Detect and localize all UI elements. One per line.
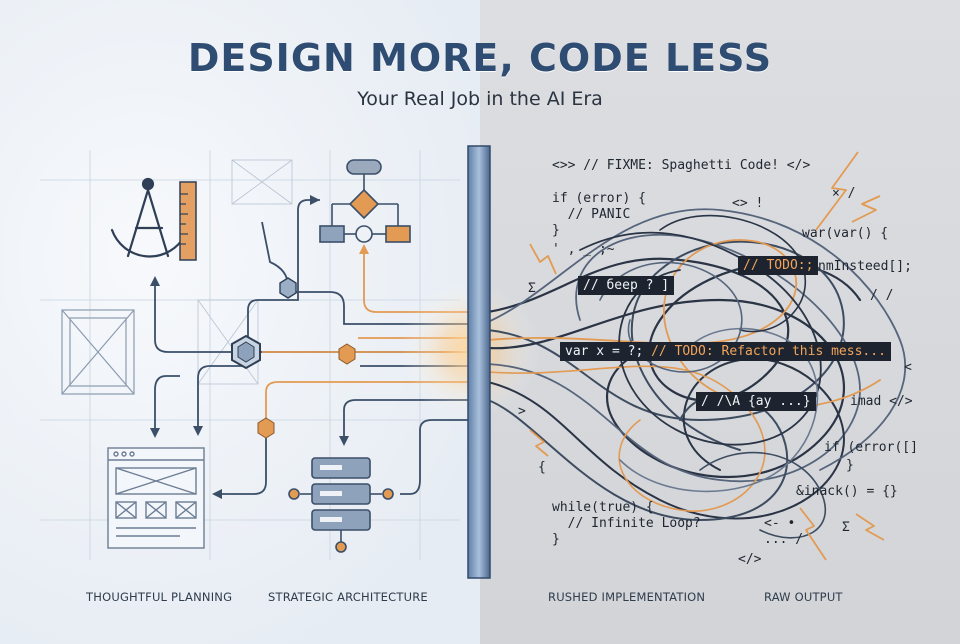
code-while-true: while(true) { bbox=[552, 500, 654, 515]
code-sigma-2: Σ bbox=[842, 520, 850, 535]
code-x-slash: × / bbox=[832, 186, 856, 201]
code-close-brace-2: } bbox=[846, 458, 854, 473]
spaghetti-code-tangle bbox=[486, 208, 906, 539]
compass-icon bbox=[110, 177, 184, 258]
code-todo-tag-text: // TODO:; bbox=[743, 258, 814, 273]
code-diamond: <> ! bbox=[732, 196, 764, 211]
code-if-error: if (error) { bbox=[552, 191, 646, 206]
code-if-error-2: if (error([] bbox=[824, 440, 918, 455]
code-fixme: <>> // FIXME: Spaghetti Code! </> bbox=[552, 158, 811, 173]
document-wireframe-icon bbox=[61, 309, 135, 395]
code-refactor-tag: var x = ?; // TODO: Refactor this mess..… bbox=[560, 342, 891, 361]
coding-side-background bbox=[480, 0, 960, 644]
code-inack: &inack() = {} bbox=[796, 484, 898, 499]
code-mad: imad </> bbox=[850, 394, 913, 409]
code-infinite-loop: // Infinite Loop? bbox=[552, 516, 701, 531]
page-subtitle: Your Real Job in the AI Era bbox=[357, 88, 603, 110]
caption-thoughtful-planning: THOUGHTFUL PLANNING bbox=[86, 590, 233, 604]
ruler-icon bbox=[179, 181, 197, 261]
wireframe-icon bbox=[107, 447, 205, 549]
caption-raw-output: RAW OUTPUT bbox=[764, 590, 843, 604]
code-refactor-var: var x = ?; bbox=[565, 344, 652, 359]
code-small-tag: / /\A {ay ...} bbox=[696, 392, 816, 411]
code-slashes: / / bbox=[870, 288, 894, 303]
code-close-brace: } bbox=[552, 223, 560, 238]
code-todo-tag: // TODO:; bbox=[738, 256, 819, 275]
lightning-spark-icon bbox=[529, 151, 885, 561]
code-close-brace-3: } bbox=[552, 532, 560, 547]
caption-strategic-architecture: STRATEGIC ARCHITECTURE bbox=[268, 590, 428, 604]
code-refactor-comment: // TODO: Refactor this mess... bbox=[651, 344, 886, 359]
code-zig: <- • bbox=[764, 516, 796, 531]
code-lt: < bbox=[904, 360, 912, 375]
code-tilde: ' , _ ;~ bbox=[552, 242, 615, 257]
planning-side-background bbox=[0, 0, 480, 644]
arrow-heads bbox=[150, 195, 369, 499]
code-tag-end: </> bbox=[738, 552, 762, 567]
hexagon-node-icon bbox=[231, 277, 356, 439]
server-stack-icon bbox=[288, 457, 394, 553]
page-title: DESIGN MORE, CODE LESS bbox=[187, 36, 773, 80]
code-panic: // PANIC bbox=[552, 207, 631, 222]
flowchart-icon bbox=[319, 159, 411, 243]
code-deep-tag: // бeep ? ] bbox=[578, 276, 675, 295]
code-open-brace: { bbox=[538, 460, 546, 475]
code-gt: > bbox=[518, 404, 526, 419]
code-var-call: war(var() { bbox=[802, 226, 889, 241]
code-sigma: Σ bbox=[528, 281, 536, 296]
code-dots: ... / bbox=[764, 532, 804, 547]
divider-wall bbox=[467, 145, 491, 579]
code-nm-instead: nmInsteed[]; bbox=[818, 259, 912, 274]
caption-rushed-implementation: RUSHED IMPLEMENTATION bbox=[548, 590, 706, 604]
